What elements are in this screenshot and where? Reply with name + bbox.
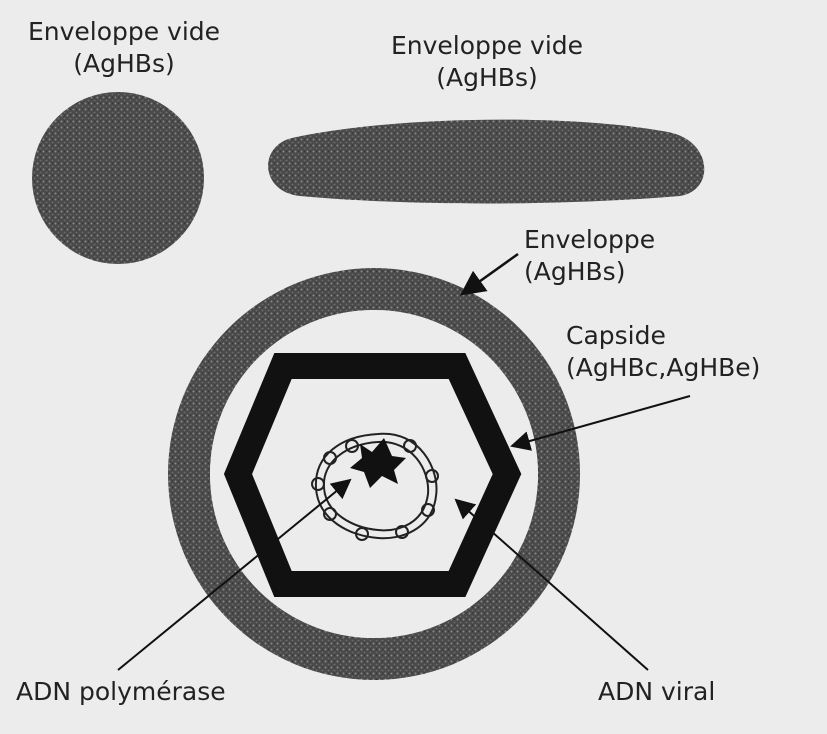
viral-dna-label: ADN viral xyxy=(598,677,716,706)
envelope-label-line1: Enveloppe xyxy=(524,225,656,254)
empty-filament-label: Enveloppe vide (AgHBs) xyxy=(362,30,612,94)
capsid-hexagon xyxy=(223,353,522,597)
envelope-label-line2: (AgHBs) xyxy=(524,257,626,286)
empty-sphere-label: Enveloppe vide (AgHBs) xyxy=(4,16,244,80)
envelope-arrow xyxy=(459,252,519,296)
empty-filament-label-line1: Enveloppe vide xyxy=(390,31,584,60)
envelope-label: Enveloppe (AgHBs) xyxy=(524,224,724,288)
dna-polymerase-blob xyxy=(350,438,406,488)
capsid-label-line1: Capside xyxy=(566,321,666,350)
capsid-label-line2: (AgHBc,AgHBe) xyxy=(566,353,761,382)
capsid-label: Capside (AgHBc,AgHBe) xyxy=(566,320,816,384)
empty-sphere-label-line2: (AgHBs) xyxy=(73,49,175,78)
empty-sphere-label-line1: Enveloppe vide xyxy=(27,17,221,46)
empty-filament-label-line2: (AgHBs) xyxy=(436,63,538,92)
polymerase-leader-line xyxy=(117,478,352,671)
viral-dna-ring xyxy=(311,432,439,541)
viral-dna-leader-line xyxy=(454,498,649,671)
polymerase-label: ADN polymérase xyxy=(16,677,226,706)
capsid-arrow xyxy=(510,395,691,451)
